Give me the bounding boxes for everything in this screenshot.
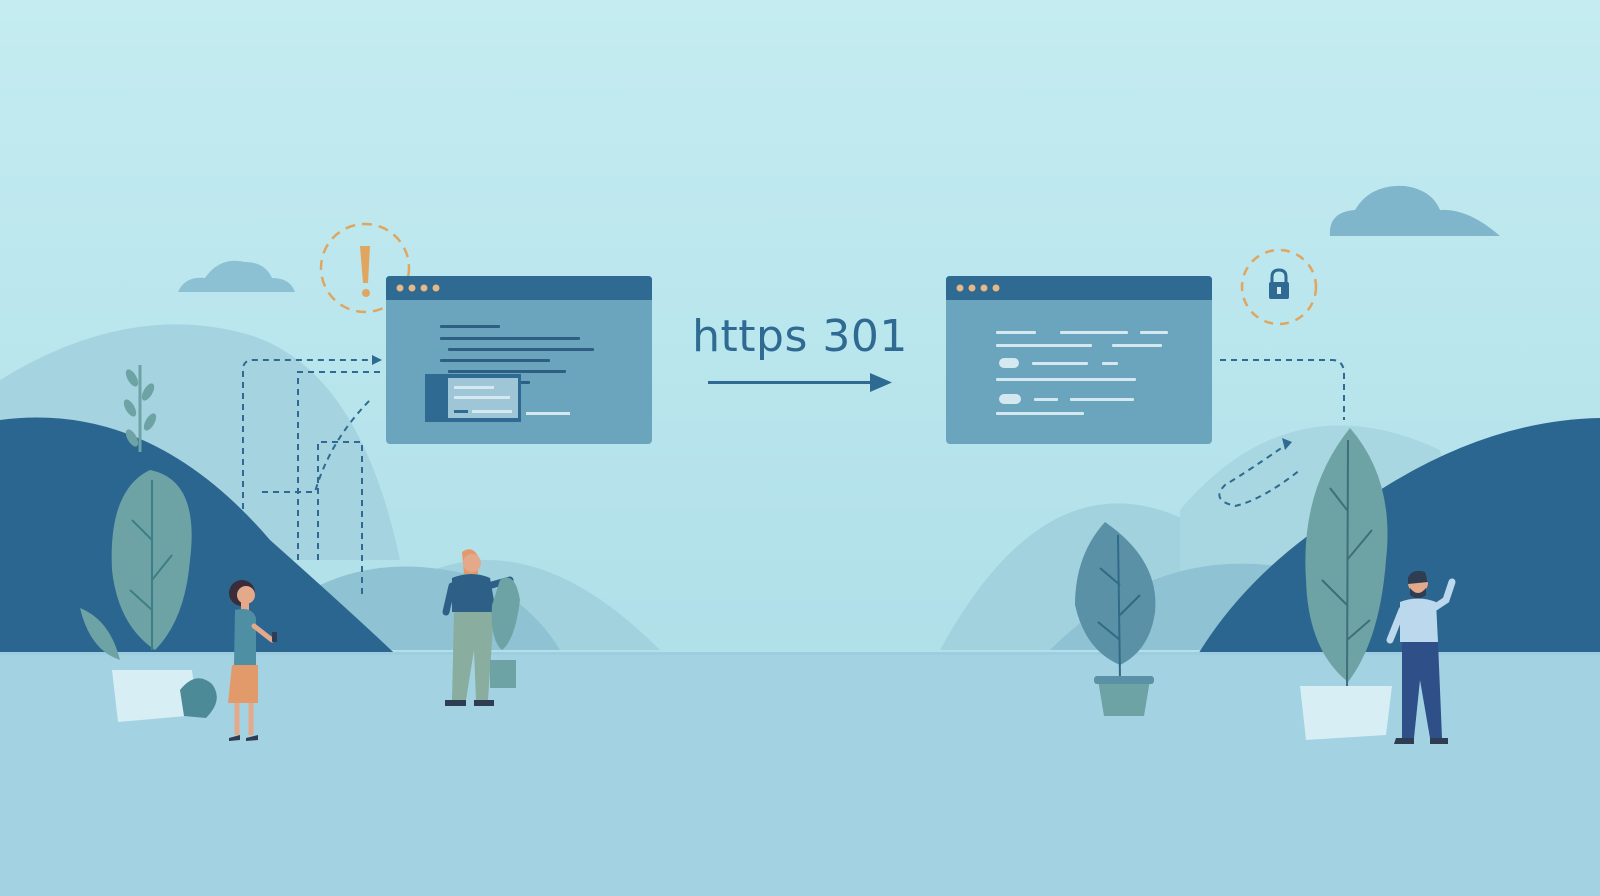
window-dot — [992, 284, 1000, 292]
browser-window-left — [386, 276, 652, 444]
person-man-right — [1386, 570, 1456, 744]
plant-center-right — [1075, 522, 1156, 716]
window-dot — [956, 284, 964, 292]
lock-badge — [1240, 248, 1318, 326]
lock-icon — [1269, 268, 1289, 299]
exclamation-icon — [360, 246, 370, 297]
person-woman-left — [228, 580, 277, 741]
window-dot — [968, 284, 976, 292]
dashed-connectors — [242, 359, 1345, 598]
browser-window-right — [946, 276, 1212, 444]
cloud-right — [1329, 185, 1500, 236]
ground-horizon — [0, 652, 1600, 655]
cloud-left — [178, 260, 295, 292]
window-dot — [432, 284, 440, 292]
connector-arrowhead-left — [372, 355, 382, 365]
dark-hill-right — [1190, 418, 1600, 668]
window-dot — [396, 284, 404, 292]
sapling-left — [123, 365, 157, 452]
redirect-heading: https 301 — [692, 311, 908, 362]
window-dot — [408, 284, 416, 292]
plant-right — [1300, 428, 1392, 740]
person-man-center — [442, 549, 520, 706]
arrow-right-icon — [708, 373, 892, 392]
window-dot — [420, 284, 428, 292]
connector-arrowhead-right — [1282, 438, 1292, 450]
warning-badge — [319, 222, 411, 314]
plant-left — [80, 470, 217, 722]
dark-hill-left — [0, 417, 410, 668]
window-dot — [980, 284, 988, 292]
